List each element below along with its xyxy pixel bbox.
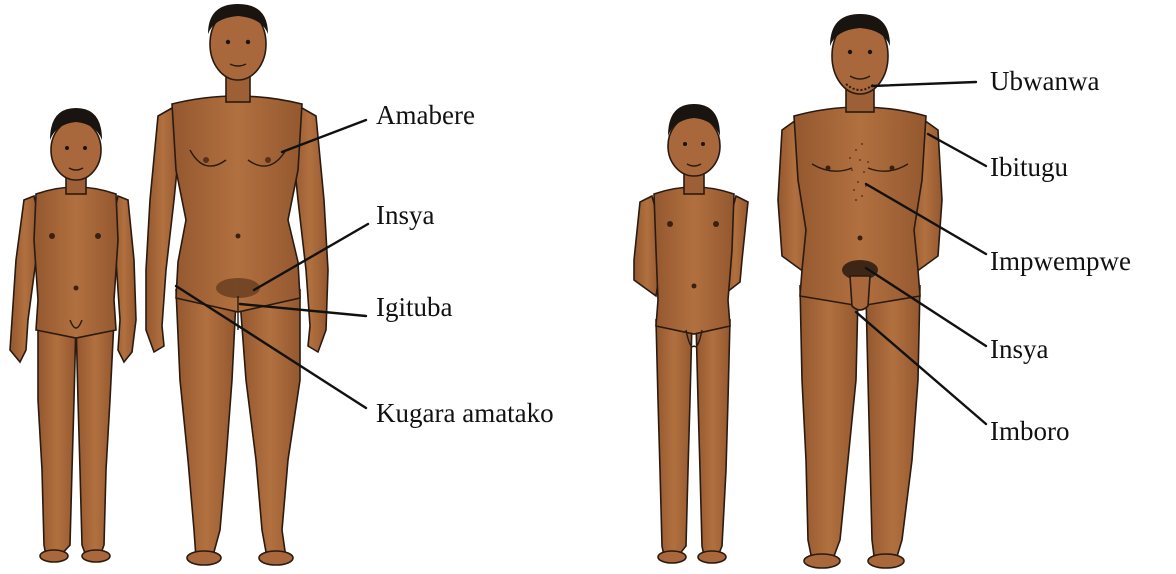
label-imboro: Imboro [990, 416, 1069, 446]
label-amabere: Amabere [376, 100, 475, 130]
label-igituba: Igituba [376, 292, 452, 322]
leader-ubwanwa [872, 82, 976, 86]
labels: Amabere Insya Igituba Kugara amatako Ubw… [376, 66, 1131, 446]
adult-man-figure [778, 14, 942, 568]
adult-woman-figure [146, 4, 328, 565]
label-ubwanwa: Ubwanwa [990, 66, 1099, 96]
label-ibitugu: Ibitugu [990, 152, 1068, 182]
label-kugara-amatako: Kugara amatako [376, 398, 554, 428]
young-girl-figure [10, 108, 136, 562]
label-insya-male: Insya [990, 334, 1048, 364]
label-insya-female: Insya [376, 200, 434, 230]
young-boy-figure [634, 104, 748, 563]
label-impwempwe: Impwempwe [990, 246, 1131, 276]
